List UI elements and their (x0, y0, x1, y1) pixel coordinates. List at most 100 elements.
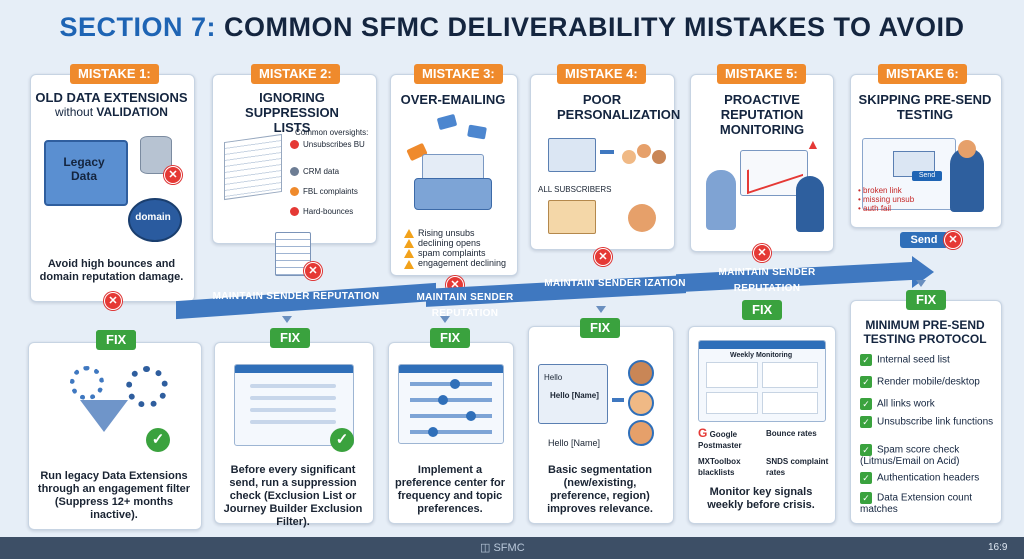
signal-mxtoolbox: MXToolbox blacklists (698, 457, 741, 477)
hello-label: Hello (544, 373, 563, 382)
documents-stack-icon (224, 133, 282, 201)
check-icon: ✓ (146, 428, 170, 452)
protocol-item: ✓Data Extension count matches (860, 492, 973, 515)
mistake-title-1: OLD DATA EXTENSIONS without VALIDATION (30, 90, 193, 120)
footer-brand: ◫ SFMC (480, 542, 525, 554)
ribbon-label: MAINTAIN SENDER REPUTATION (416, 292, 514, 319)
fix-badge-6: FIX (906, 290, 947, 310)
avatar (628, 360, 654, 386)
error-item: • broken link (858, 186, 902, 195)
title-main: COMMON SFMC DELIVERABILITY MISTAKES TO A… (224, 12, 965, 42)
fix-badge-5: FIX (742, 300, 783, 320)
confused-person-icon (628, 204, 656, 232)
legacy-data-folder-icon (44, 140, 128, 206)
oversight-item: Hard-bounces (290, 206, 374, 217)
alert-icon: ▲ (806, 136, 820, 152)
arrow-right-icon (600, 150, 614, 154)
hello-name-label: Hello [Name] (550, 391, 599, 400)
list-row (250, 384, 336, 388)
globe-icon (128, 198, 182, 242)
fix-badge-3: FIX (430, 328, 471, 348)
send-chip-small: Send (912, 171, 942, 181)
globe-label: domain (135, 212, 171, 223)
warning-item: spam complaints (404, 248, 514, 259)
arrow-down-icon (916, 280, 926, 287)
mistake-title-2: IGNORING SUPPRESSION LISTS (245, 90, 339, 135)
error-item: • missing unsub (858, 195, 915, 204)
fix-badge-2: FIX (270, 328, 311, 348)
error-icon: ✕ (304, 262, 322, 280)
mistake-tag-4: MISTAKE 4: (557, 64, 646, 84)
warning-item: declining opens (404, 238, 514, 249)
personalized-email-icon (538, 364, 608, 424)
preference-slider[interactable] (410, 379, 492, 389)
analyst-person-icon (706, 170, 736, 230)
fix-text-5: Monitor key signals weekly before crisis… (707, 486, 815, 511)
mistake-tag-5: MISTAKE 5: (717, 64, 806, 84)
list-row (250, 408, 336, 412)
error-icon: ✕ (944, 231, 962, 249)
tester-person-icon (950, 140, 984, 212)
mistake-title-1-line2: without VALIDATION (55, 105, 168, 119)
error-item: • auth fail (858, 204, 892, 213)
mistake-tag-1: MISTAKE 1: (70, 64, 159, 84)
warning-list: Rising unsubs declining opens spam compl… (404, 228, 514, 269)
fix-card-1 (28, 342, 202, 530)
mistake-caption-1: Avoid high bounces and domain reputation… (39, 258, 184, 283)
signal-snds: SNDS complaint rates (766, 457, 829, 477)
list-row (250, 396, 336, 400)
send-button[interactable]: Send (900, 232, 948, 248)
preference-slider[interactable] (410, 427, 492, 437)
avatar (628, 420, 654, 446)
protocol-item: ✓Spam score check (Litmus/Email on Acid) (860, 444, 960, 467)
mistake-tag-3: MISTAKE 3: (414, 64, 503, 84)
mistake-title-4: POOR PERSONALIZATION (557, 92, 681, 122)
arrow-down-icon (440, 316, 450, 323)
oversights-title: Common oversights: (295, 128, 369, 137)
error-icon: ✕ (753, 244, 771, 262)
warning-item: engagement declining (404, 258, 514, 269)
oversight-item: CRM data (290, 166, 374, 177)
mistake-tag-6: MISTAKE 6: (878, 64, 967, 84)
brand-icon: ◫ (480, 542, 491, 554)
arrow-right-icon (612, 398, 624, 402)
error-icon: ✕ (594, 248, 612, 266)
fix-text-3: Implement a preference center for freque… (394, 464, 506, 515)
fix-card-6 (850, 300, 1002, 524)
mistake-title-3: OVER-EMAILING (400, 92, 506, 107)
footer-bar: ◫ SFMC 16:9 (0, 537, 1024, 559)
dashboard-gauges (762, 392, 818, 414)
signal-bounce-rates: Bounce rates (766, 429, 817, 438)
signal-google-postmaster: G Google Postmaster (698, 426, 742, 450)
protocol-title: MINIMUM PRE-SEND TESTING PROTOCOL (863, 318, 987, 346)
mistake-tag-2: MISTAKE 2: (251, 64, 340, 84)
preference-slider[interactable] (410, 395, 492, 405)
all-subscribers-label: ALL SUBSCRIBERS (538, 185, 612, 194)
error-list: • broken link • missing unsub • auth fai… (858, 186, 914, 213)
hello-name-caption: Hello [Name] (548, 438, 601, 448)
dashboard-chart (706, 362, 758, 388)
dashboard-title: Weekly Monitoring (730, 352, 793, 359)
ribbon-label: MAINTAIN SENDER REPUTATION (718, 267, 816, 294)
protocol-item: ✓Authentication headers (860, 472, 994, 484)
gears-icon (70, 366, 170, 426)
dashboard-chart (706, 392, 758, 414)
oversight-item: FBL complaints (290, 186, 374, 197)
mistake-title-5: PROACTIVE REPUTATION MONITORING (719, 92, 805, 137)
analyst-person-icon (796, 176, 824, 232)
fix-text-4: Basic segmentation (new/existing, prefer… (547, 464, 653, 515)
protocol-item: ✓Render mobile/desktop (860, 376, 994, 388)
protocol-item: ✓Internal seed list (860, 354, 994, 366)
error-icon: ✕ (164, 166, 182, 184)
preference-slider[interactable] (410, 411, 492, 421)
fix-badge-4: FIX (580, 318, 621, 338)
mistake-title-6: SKIPPING PRE-SEND TESTING (858, 92, 992, 122)
avatar (628, 390, 654, 416)
dashboard-chart (762, 362, 818, 388)
ribbon-label: MAINTAIN SENDER REPUTATION (212, 291, 380, 302)
email-flood-icon (406, 112, 498, 212)
arrow-down-icon (282, 316, 292, 323)
envelope-open-icon (548, 200, 596, 234)
protocol-item: ✓Unsubscribe link functions (860, 416, 994, 428)
error-icon: ✕ (104, 292, 122, 310)
